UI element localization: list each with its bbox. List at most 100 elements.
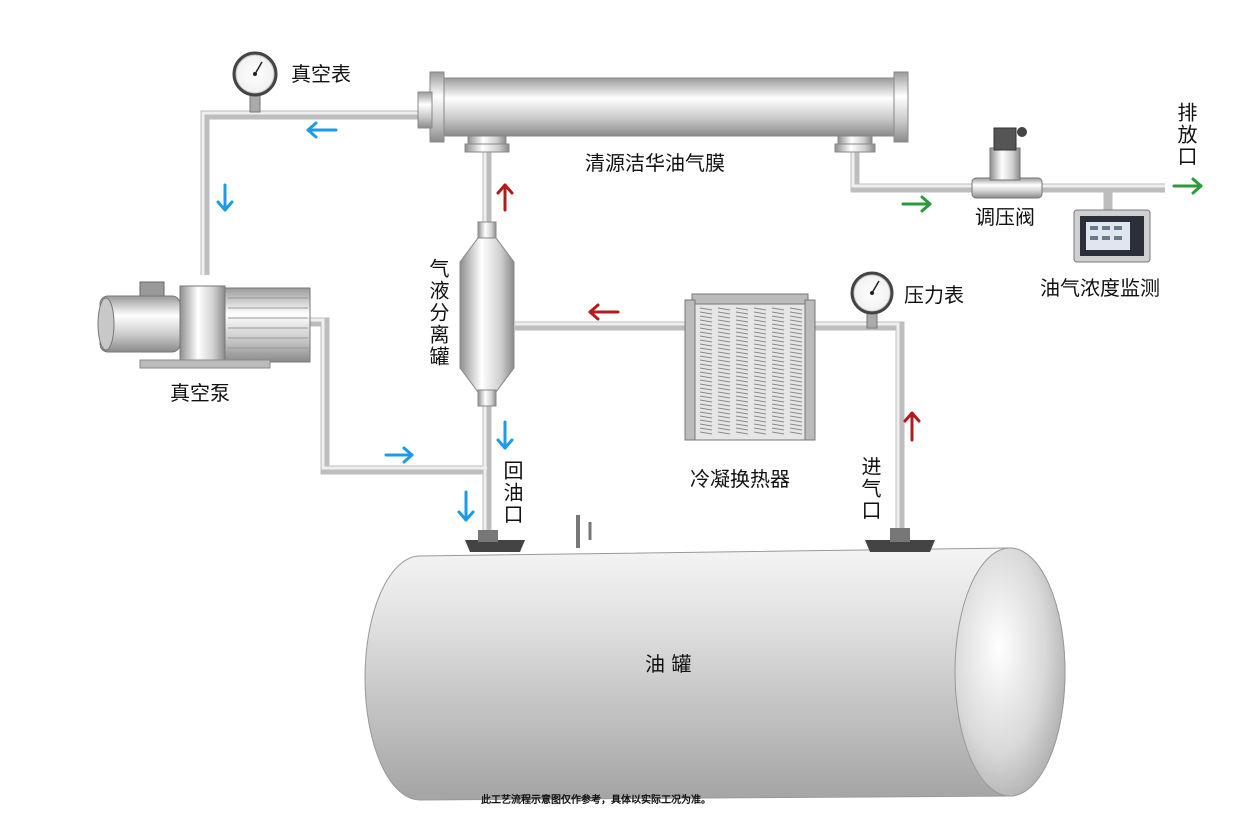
condenser-fin — [771, 415, 785, 419]
condenser-fin — [753, 403, 767, 407]
condenser-fin — [771, 347, 785, 351]
condenser-fin — [735, 347, 749, 351]
condenser-fin — [717, 379, 731, 383]
arrow-up-red-membrane — [496, 183, 514, 212]
condenser-fin — [789, 399, 803, 403]
outlet-label: 排放口 — [1174, 102, 1198, 168]
condenser-fin — [699, 319, 713, 323]
condenser-fin — [735, 359, 749, 363]
condenser-fin — [735, 403, 749, 407]
condenser-fin — [771, 407, 785, 411]
condenser-fin — [699, 403, 713, 407]
condenser-fin — [717, 395, 731, 399]
condenser-fin — [699, 427, 713, 431]
condenser-fin — [789, 419, 803, 423]
condenser-fin — [735, 311, 749, 315]
condenser-fin — [771, 431, 785, 435]
condenser-fin — [717, 399, 731, 403]
condenser-fin — [771, 319, 785, 323]
pipes — [200, 110, 1165, 540]
condenser-fin — [699, 335, 713, 339]
condenser-fin — [735, 315, 749, 319]
oil-tank[interactable] — [364, 515, 1066, 801]
membrane-module[interactable] — [417, 71, 909, 153]
condenser-fin — [717, 335, 731, 339]
condenser-fin — [771, 391, 785, 395]
condenser-heat-exchanger[interactable] — [684, 293, 816, 441]
condenser-fin — [771, 403, 785, 407]
condenser-fin — [699, 395, 713, 399]
gas-liquid-separator[interactable] — [459, 221, 515, 407]
condenser-fin — [753, 407, 767, 411]
condenser-fin — [735, 427, 749, 431]
condenser-fin — [771, 371, 785, 375]
condenser-fin — [771, 427, 785, 431]
condenser-fin — [699, 343, 713, 347]
condenser-fin — [753, 391, 767, 395]
condenser-fin — [735, 363, 749, 367]
condenser-fin — [771, 359, 785, 363]
condenser-fin — [699, 311, 713, 315]
condenser-fin — [789, 335, 803, 339]
condenser-fin — [735, 407, 749, 411]
condenser-fin — [717, 327, 731, 331]
condenser-fin — [699, 371, 713, 375]
condenser-fin — [735, 307, 749, 311]
condenser-fin — [699, 315, 713, 319]
condenser-fin — [735, 399, 749, 403]
condenser-fin — [771, 423, 785, 427]
condenser-fin — [789, 351, 803, 355]
condenser-fin — [735, 331, 749, 335]
condenser-fin — [753, 315, 767, 319]
separator-label: 气液分离罐 — [426, 258, 450, 368]
condenser-fin — [735, 371, 749, 375]
condenser-fin — [699, 323, 713, 327]
condenser-fin — [735, 395, 749, 399]
condenser-fin — [789, 423, 803, 427]
condenser-fin — [753, 343, 767, 347]
condenser-fin — [771, 307, 785, 311]
condenser-fin — [735, 323, 749, 327]
vacuum-pump[interactable] — [97, 281, 311, 369]
condenser-fin — [789, 391, 803, 395]
condenser-fin — [699, 307, 713, 311]
condenser-fin — [789, 355, 803, 359]
condenser-fin — [717, 423, 731, 427]
pressure-regulating-valve[interactable] — [971, 127, 1043, 199]
condenser-fin — [699, 355, 713, 359]
condenser-fin — [717, 415, 731, 419]
pressure-gauge-label: 压力表 — [904, 283, 964, 307]
arrow-up-red-inlet — [903, 411, 921, 442]
condenser-fin — [735, 375, 749, 379]
arrow-down-blue-separator — [496, 420, 514, 450]
condenser-fin — [771, 315, 785, 319]
condenser-fin — [753, 339, 767, 343]
condenser-fin — [699, 351, 713, 355]
condenser-fin — [789, 315, 803, 319]
condenser-fin — [753, 379, 767, 383]
condenser-fin — [789, 367, 803, 371]
condenser-fin — [753, 383, 767, 387]
condenser-fin — [735, 415, 749, 419]
condenser-fin — [789, 415, 803, 419]
pipe-membrane-to-outlet — [850, 150, 1165, 193]
pressure-gauge[interactable] — [850, 271, 894, 329]
condenser-fin — [753, 371, 767, 375]
condenser-fin — [717, 383, 731, 387]
condenser-fin — [789, 339, 803, 343]
condenser-fin — [789, 359, 803, 363]
arrow-right-green-membrane — [901, 195, 932, 213]
condenser-fin — [753, 419, 767, 423]
condenser-fin — [789, 395, 803, 399]
condenser-fin — [789, 319, 803, 323]
condenser-fin — [699, 431, 713, 435]
condenser-fin — [789, 407, 803, 411]
vacuum-gauge[interactable] — [232, 51, 278, 113]
condenser-fin — [753, 427, 767, 431]
gas-inlet-label: 进气口 — [858, 456, 882, 522]
condenser-fin — [699, 359, 713, 363]
footnote: 此工艺流程示意图仅作参考，具体以实际工况为准。 — [481, 793, 711, 806]
condenser-fin — [789, 379, 803, 383]
condenser-fin — [753, 367, 767, 371]
concentration-monitor[interactable] — [1073, 209, 1151, 263]
